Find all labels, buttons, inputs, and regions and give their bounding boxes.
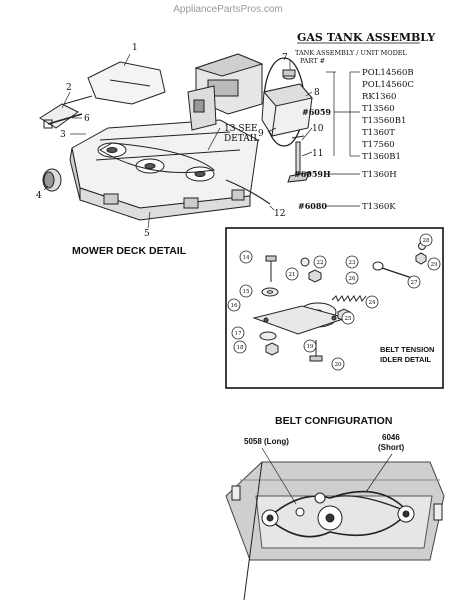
idler-label-24: 24 <box>369 300 376 306</box>
idler-label-18: 18 <box>237 345 244 351</box>
part-number-6059h: #6059H <box>294 169 331 179</box>
callout-12: 12 <box>274 209 285 219</box>
model-item-6059h: T1360H <box>362 170 397 180</box>
idler-label-16: 16 <box>231 303 238 309</box>
belt-short-label-2: (Short) <box>378 443 405 452</box>
idler-callout-23 <box>345 255 359 269</box>
part-number-6059: #6059 <box>302 107 331 117</box>
cable-drawing <box>225 179 271 205</box>
idler-label-20: 20 <box>335 362 342 368</box>
idler-label-15: 15 <box>243 289 250 295</box>
idler-label-25: 25 <box>345 316 352 322</box>
mower-deck-title: MOWER DECK DETAIL <box>72 245 187 257</box>
idler-title-2: IDLER DETAIL <box>380 355 432 364</box>
idler-title-1: BELT TENSION <box>380 345 434 354</box>
idler-callout-20 <box>331 357 345 371</box>
idler-label-28: 28 <box>423 238 430 244</box>
idler-callout-29 <box>427 257 441 271</box>
deck-cover-plate-drawing <box>87 61 166 105</box>
tank-table-header-2: PART # <box>300 57 325 65</box>
gas-tank-title: GAS TANK ASSEMBLY <box>297 31 435 44</box>
engine-drawing <box>187 53 264 131</box>
idler-callout-15 <box>239 284 253 298</box>
model-item: POL14560B <box>362 68 414 78</box>
idler-callout-28 <box>419 233 433 247</box>
mower-deck-detail <box>39 53 271 221</box>
idler-label-21: 21 <box>289 272 296 278</box>
watermark: AppliancePartsPros.com <box>173 4 283 15</box>
idler-callout-labels: 14 15 16 17 18 19 20 21 22 23 24 25 26 2… <box>231 238 438 368</box>
model-item: T13560B1 <box>362 116 406 126</box>
rod-drawing <box>47 113 83 125</box>
deck-wheel-drawing <box>42 168 62 192</box>
idler-label-14: 14 <box>243 255 250 261</box>
belt-configuration-drawing <box>225 461 445 600</box>
callout-7: 7 <box>282 53 288 63</box>
mower-deck-body-drawing <box>69 119 259 221</box>
model-item: T1360B1 <box>362 152 401 162</box>
bracket-drawing <box>39 95 93 129</box>
see-detail-number: 13 SEE <box>224 124 258 134</box>
idler-label-29: 29 <box>431 262 438 268</box>
gas-tank-callouts <box>267 60 360 207</box>
idler-label-19: 19 <box>307 344 314 350</box>
idler-callout-22 <box>313 255 327 269</box>
idler-callout-19 <box>303 339 317 353</box>
idler-callout-27 <box>407 275 421 289</box>
belt-long-label: 5058 (Long) <box>244 437 289 446</box>
idler-callouts <box>227 233 441 371</box>
idler-callout-17 <box>231 326 245 340</box>
callout-8: 8 <box>314 88 320 98</box>
model-item-6080: T1360K <box>362 202 396 212</box>
callout-9: 9 <box>258 129 264 139</box>
callout-11: 11 <box>312 149 323 159</box>
belt-short-label-1: 6046 <box>382 433 400 442</box>
idler-label-22: 22 <box>317 260 324 266</box>
idler-parts-drawing <box>252 242 427 362</box>
idler-callout-18 <box>233 340 247 354</box>
model-list-6059: POL14560B POL14560C RK1360 T13560 T13560… <box>362 68 414 162</box>
model-item: T13560 <box>362 104 395 114</box>
idler-label-27: 27 <box>411 280 418 286</box>
callout-1: 1 <box>132 43 138 53</box>
model-item: T1360T <box>362 128 395 138</box>
gas-tank-drawing <box>261 57 313 183</box>
callout-3: 3 <box>60 130 66 140</box>
model-item: T17560 <box>362 140 395 150</box>
model-item: RK1360 <box>362 92 396 102</box>
belt-leader-lines <box>261 447 393 505</box>
idler-callout-25 <box>341 311 355 325</box>
idler-callout-24 <box>365 295 379 309</box>
idler-callout-16 <box>227 298 241 312</box>
callout-4: 4 <box>36 191 42 201</box>
idler-callout-14 <box>239 250 253 264</box>
see-detail-text: DETAIL <box>224 134 259 144</box>
callout-10: 10 <box>312 124 324 134</box>
callout-2: 2 <box>66 83 72 93</box>
idler-label-23: 23 <box>349 260 356 266</box>
idler-callout-26 <box>345 271 359 285</box>
model-item: POL14560C <box>362 80 414 90</box>
belt-config-title: BELT CONFIGURATION <box>275 415 392 427</box>
callout-5: 5 <box>144 229 150 239</box>
callout-6: 6 <box>84 114 90 124</box>
mower-deck-callouts <box>43 53 275 229</box>
idler-label-26: 26 <box>349 276 356 282</box>
idler-callout-21 <box>285 267 299 281</box>
part-number-6080: #6080 <box>298 201 327 211</box>
idler-label-17: 17 <box>235 331 242 337</box>
tank-table-header-1: TANK ASSEMBLY / UNIT MODEL <box>295 49 408 57</box>
idler-detail-frame <box>225 227 444 389</box>
